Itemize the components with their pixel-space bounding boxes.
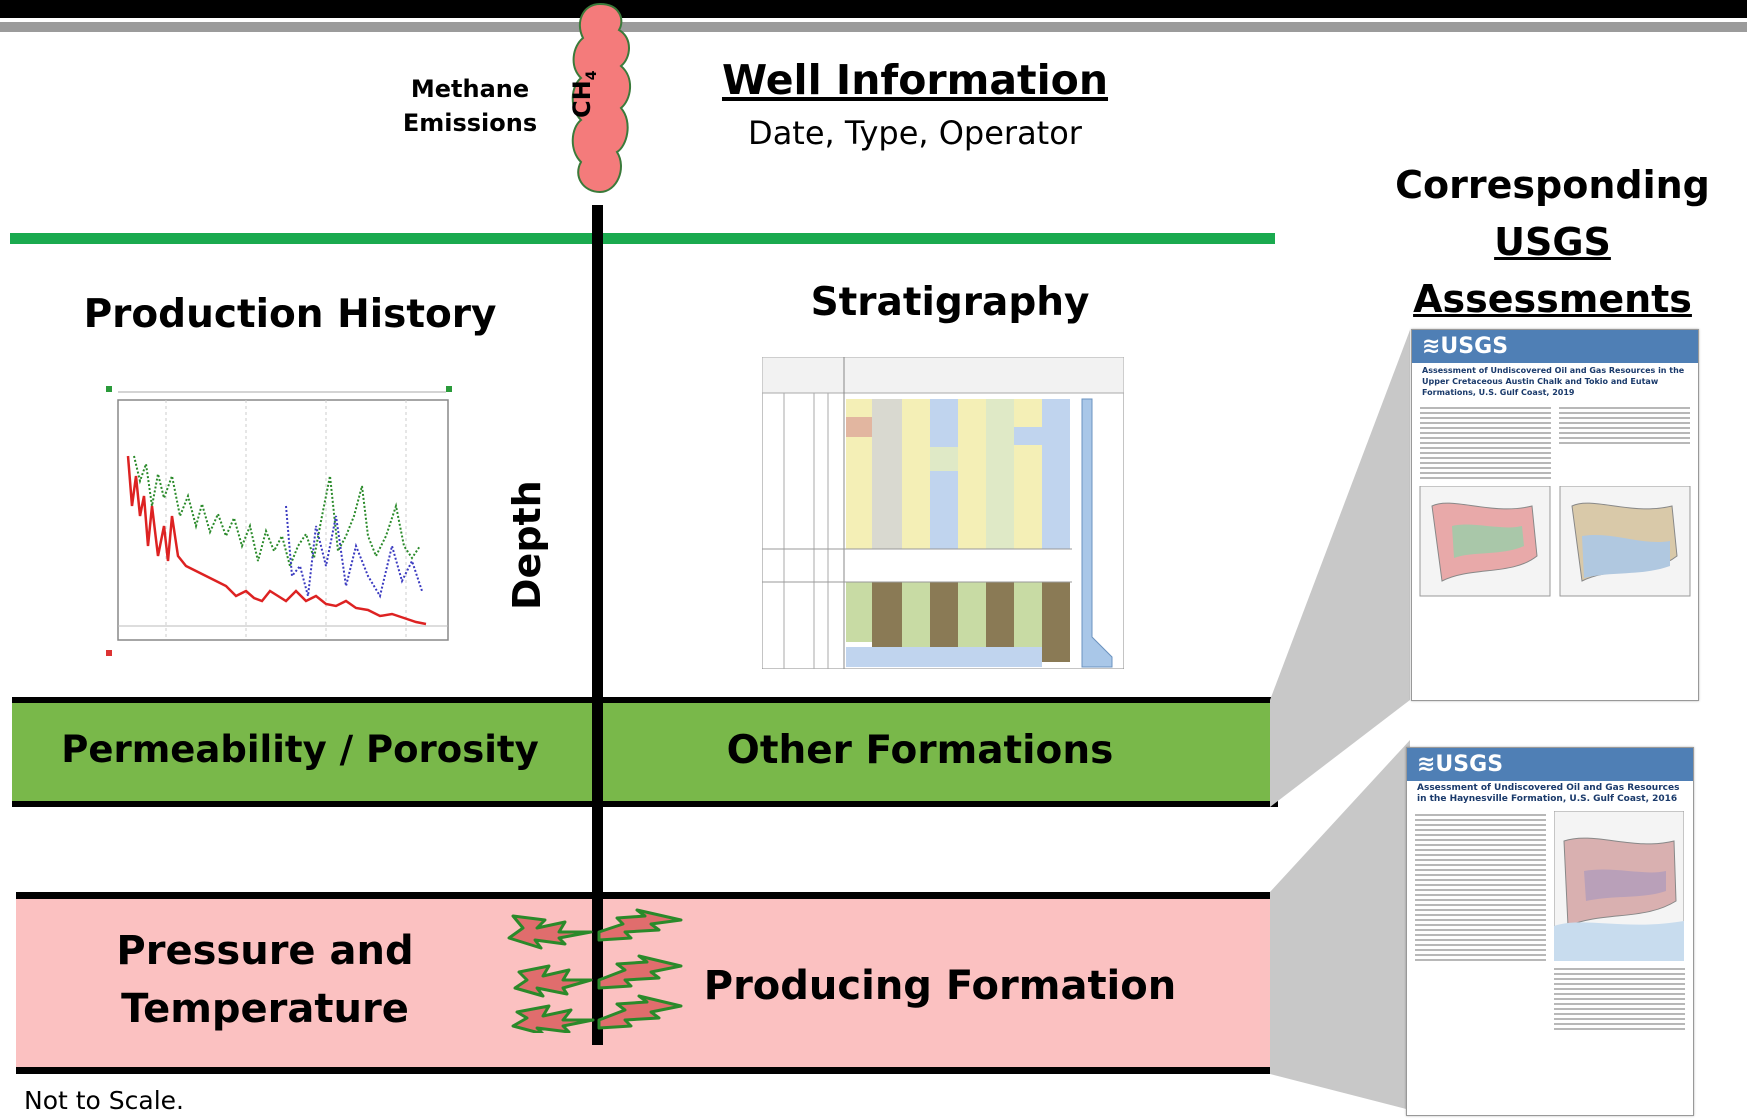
top-gray-bar xyxy=(0,22,1747,32)
well-bore xyxy=(592,205,603,1045)
fracture-left-2 xyxy=(513,964,593,998)
fracture-right-1 xyxy=(597,908,683,942)
producing-formation-label: Producing Formation xyxy=(703,963,1177,1009)
usgs-assessments-title: Corresponding USGS Assessments xyxy=(1360,157,1745,328)
usgs-doc-1-text-2 xyxy=(1559,404,1690,482)
ch4-subscript: 4 xyxy=(583,70,600,81)
methane-cloud-icon xyxy=(571,2,631,194)
connector-wedges xyxy=(1270,330,1410,1110)
fracture-left-1 xyxy=(507,914,593,950)
ch4-label: CH4 xyxy=(566,71,606,128)
depth-label-wrap: Depth xyxy=(505,480,549,650)
usgs-title-line1: Corresponding xyxy=(1395,163,1710,207)
production-history-chart xyxy=(106,386,456,658)
other-formations-label: Other Formations xyxy=(726,728,1114,773)
connector-wedge-bottom xyxy=(1270,740,1410,1110)
fracture-left-3 xyxy=(511,1004,595,1033)
usgs-doc-2-title: Assessment of Undiscovered Oil and Gas R… xyxy=(1417,783,1680,804)
usgs-doc-1-title: Assessment of Undiscovered Oil and Gas R… xyxy=(1422,366,1685,397)
top-black-bar xyxy=(0,0,1747,18)
usgs-logo-2: ≋USGS xyxy=(1407,748,1693,781)
usgs-doc-2-body xyxy=(1407,807,1693,1037)
other-formations-band xyxy=(12,697,1278,807)
fracture-right-2 xyxy=(597,954,683,990)
pressure-line1: Pressure and xyxy=(116,928,414,974)
stratigraphy-title: Stratigraphy xyxy=(810,280,1090,325)
methane-emissions-label: Methane Emissions xyxy=(395,72,545,140)
usgs-doc-2-text-2 xyxy=(1554,968,1685,1030)
usgs-title-line2: USGS Assessments xyxy=(1413,220,1692,321)
ch4-text: CH xyxy=(568,80,596,118)
ground-surface-line xyxy=(10,233,1275,244)
usgs-logo-1: ≋USGS xyxy=(1412,330,1698,363)
methane-label-line1: Methane xyxy=(410,75,530,103)
production-history-title: Production History xyxy=(83,292,497,337)
usgs-doc-1-body xyxy=(1412,400,1698,486)
fracture-perforations xyxy=(507,908,683,1033)
permeability-porosity-label: Permeability / Porosity xyxy=(61,728,539,771)
usgs-doc-2-right xyxy=(1553,810,1685,1033)
pressure-temperature-label: Pressure and Temperature xyxy=(60,922,470,1038)
usgs-doc-1-map xyxy=(1419,486,1691,597)
not-to-scale-note: Not to Scale. xyxy=(24,1086,184,1115)
usgs-doc-2-text xyxy=(1415,811,1546,1033)
usgs-document-1[interactable]: ≋USGS Assessment of Undiscovered Oil and… xyxy=(1411,329,1699,701)
usgs-doc-1-text xyxy=(1420,404,1551,482)
connector-wedge-top xyxy=(1270,330,1410,807)
stratigraphy-chart xyxy=(762,357,1124,669)
fracture-right-3 xyxy=(597,994,683,1030)
well-info-subtitle: Date, Type, Operator xyxy=(748,114,1082,152)
depth-label: Depth xyxy=(505,480,549,610)
usgs-document-2[interactable]: ≋USGS Assessment of Undiscovered Oil and… xyxy=(1406,747,1694,1116)
pressure-line2: Temperature xyxy=(121,986,409,1032)
methane-label-line2: Emissions xyxy=(402,109,538,137)
well-info-title: Well Information xyxy=(721,56,1109,104)
usgs-doc-2-map xyxy=(1553,810,1685,962)
